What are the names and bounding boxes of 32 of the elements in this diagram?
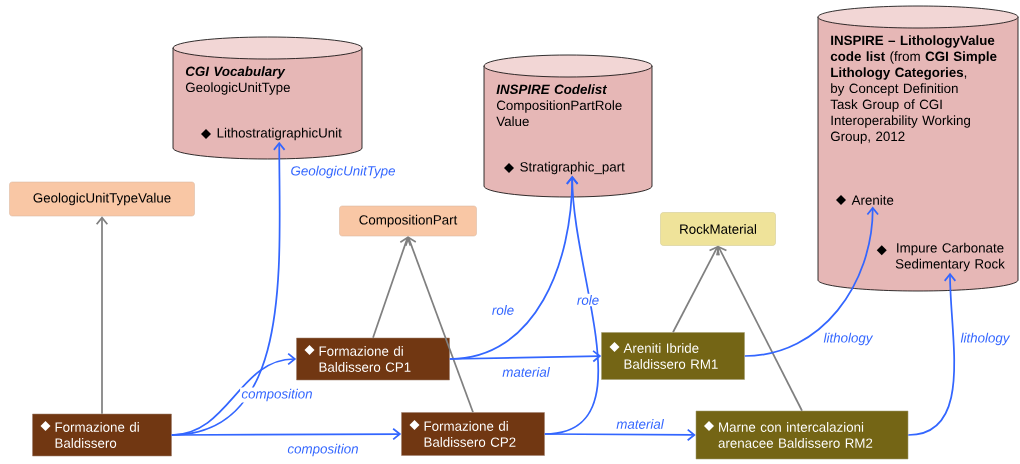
list-item: LithostratigraphicUnit xyxy=(201,127,342,141)
list-item: Arenite xyxy=(836,195,894,205)
instance-box: Areniti Ibride Baldissero RM1 xyxy=(601,332,745,380)
class-box: RockMaterial xyxy=(660,212,776,246)
arrow xyxy=(716,245,803,412)
edge-label: lithology xyxy=(959,331,1011,347)
instance-box: Formazione di Baldissero CP1 xyxy=(296,337,450,381)
arrow xyxy=(170,427,402,441)
instance-box: Formazione di Baldissero CP2 xyxy=(401,412,545,456)
edge-label: composition xyxy=(286,442,360,458)
edge-label: GeologicUnitType xyxy=(289,164,397,180)
list-item: Stratigraphic_part xyxy=(504,161,625,175)
arrow xyxy=(404,236,474,414)
edge-label: role xyxy=(575,293,601,307)
arrow xyxy=(95,216,109,415)
arrow xyxy=(672,245,720,334)
class-box: CompositionPart xyxy=(339,205,477,237)
edge-label: material xyxy=(500,365,552,379)
class-box: GeologicUnitTypeValue xyxy=(9,181,195,217)
node-label: Arenite xyxy=(851,195,894,205)
instance-box: Marne con intercalazioni arenacee Baldissero RM2 xyxy=(695,410,909,460)
arrow xyxy=(543,428,696,442)
instance-box: Formazione di Baldissero xyxy=(32,413,172,457)
edge-label: material xyxy=(614,417,666,431)
list-item: Impure Carbonate Sedimentary Rock xyxy=(876,242,1005,272)
edge-label: role xyxy=(490,303,516,317)
arrow xyxy=(448,349,602,363)
edge-label: lithology xyxy=(822,331,874,347)
arrow xyxy=(743,206,879,357)
arrow xyxy=(907,272,957,436)
edge-label: composition xyxy=(240,387,314,403)
arrow xyxy=(372,236,412,339)
